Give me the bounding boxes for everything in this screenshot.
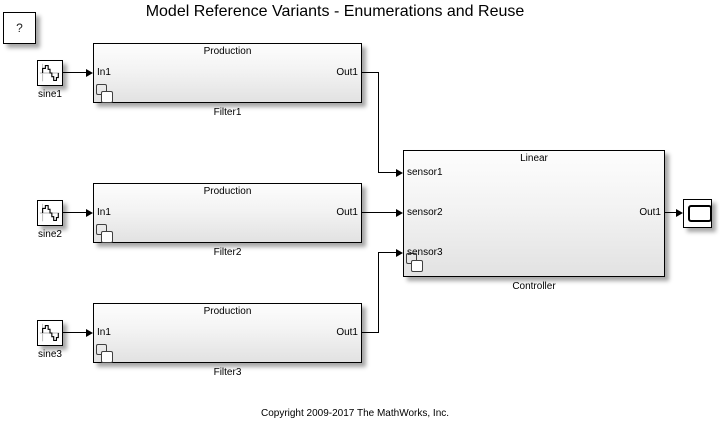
sine2-label: sine2 (38, 229, 62, 240)
filter3-input-port-label: In1 (97, 327, 111, 338)
scope-block[interactable] (683, 199, 712, 228)
filter2-input-port-label: In1 (97, 207, 111, 218)
filter1-variant-label: Production (203, 46, 252, 57)
filter1-name-label: Filter1 (213, 107, 242, 118)
controller-block[interactable] (403, 150, 665, 277)
sine2-source-block[interactable] (37, 200, 63, 226)
wire-filter3-to-controller[interactable] (378, 252, 379, 333)
filter2-variant-label: Production (203, 186, 252, 197)
help-button[interactable]: ? (3, 12, 36, 44)
filter2-block[interactable] (93, 183, 362, 243)
model-reference-icon (96, 344, 114, 364)
arrowhead-icon (86, 69, 93, 77)
sine3-source-block[interactable] (37, 320, 63, 346)
wire-filter1-to-controller[interactable] (378, 72, 379, 173)
sine-wave-icon (39, 323, 60, 342)
filter1-block[interactable] (93, 43, 362, 103)
filter2-name-label: Filter2 (213, 247, 242, 258)
filter1-input-port-label: In1 (97, 67, 111, 78)
model-title: Model Reference Variants - Enumerations … (145, 3, 525, 20)
sine1-label: sine1 (38, 89, 62, 100)
sine3-label: sine3 (38, 349, 62, 360)
wire-filter1-to-controller[interactable] (362, 72, 379, 73)
controller-variant-label: Linear (520, 153, 548, 164)
filter3-output-port-label: Out1 (336, 327, 358, 338)
wire-sine1-to-filter1[interactable] (63, 72, 87, 73)
wire-filter3-to-controller[interactable] (378, 252, 397, 253)
filter1-output-port-label: Out1 (336, 67, 358, 78)
arrowhead-icon (396, 169, 403, 177)
wire-sine3-to-filter3[interactable] (63, 332, 87, 333)
wire-controller-to-scope[interactable] (665, 212, 677, 213)
wire-filter1-to-controller[interactable] (378, 172, 397, 173)
arrowhead-icon (396, 209, 403, 217)
wire-filter3-to-controller[interactable] (362, 332, 379, 333)
sine1-source-block[interactable] (37, 60, 63, 86)
model-reference-icon (96, 84, 114, 104)
copyright-annotation: Copyright 2009-2017 The MathWorks, Inc. (260, 408, 450, 419)
filter3-block[interactable] (93, 303, 362, 363)
controller-input-port-sensor3: sensor3 (407, 247, 443, 258)
arrowhead-icon (396, 249, 403, 257)
controller-name-label: Controller (512, 281, 556, 292)
controller-output-port-label: Out1 (639, 207, 661, 218)
wire-filter2-to-controller[interactable] (362, 212, 397, 213)
filter3-name-label: Filter3 (213, 367, 242, 378)
scope-display-icon (688, 205, 712, 222)
controller-input-port-sensor2: sensor2 (407, 207, 443, 218)
filter3-variant-label: Production (203, 306, 252, 317)
wire-sine2-to-filter2[interactable] (63, 212, 87, 213)
arrowhead-icon (86, 329, 93, 337)
sine-wave-icon (39, 203, 60, 222)
question-mark-icon: ? (16, 21, 23, 35)
controller-input-port-sensor1: sensor1 (407, 167, 443, 178)
arrowhead-icon (86, 209, 93, 217)
arrowhead-icon (676, 209, 683, 217)
model-reference-icon (96, 224, 114, 244)
sine-wave-icon (39, 63, 60, 82)
filter2-output-port-label: Out1 (336, 207, 358, 218)
model-reference-icon (406, 253, 424, 273)
